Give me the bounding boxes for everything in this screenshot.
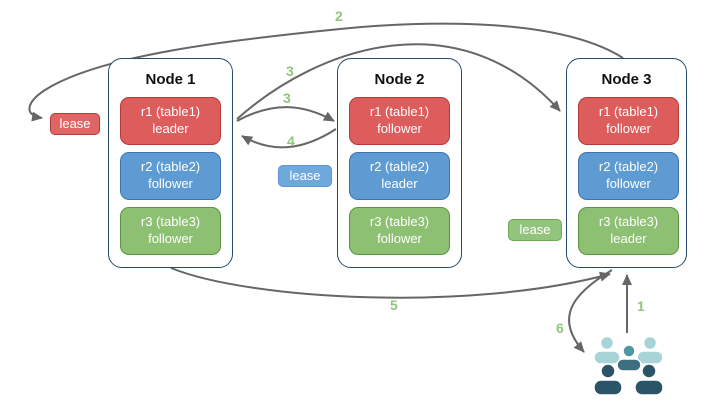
node1-replica-r1: r1 (table1) leader	[120, 97, 221, 145]
node-3-box: Node 3 r1 (table1) follower r2 (table2) …	[566, 58, 687, 268]
replica-role: leader	[152, 121, 189, 136]
replica-label: r1 (table1)	[369, 104, 430, 120]
node1-replica-r2: r2 (table2) follower	[120, 152, 221, 200]
node3-replica-r1: r1 (table1) follower	[578, 97, 679, 145]
node-2-box: Node 2 r1 (table1) follower r2 (table2) …	[337, 58, 462, 268]
replica-role: follower	[606, 121, 651, 136]
node2-replica-r1: r1 (table1) follower	[349, 97, 450, 145]
step-label-6: 6	[556, 320, 564, 336]
replica-role: follower	[148, 231, 193, 246]
step-label-3b: 3	[283, 90, 291, 106]
node2-replica-r2: r2 (table2) leader	[349, 152, 450, 200]
lease-label-blue: lease	[278, 165, 332, 187]
arrow-step3-node1-to-node2	[236, 106, 335, 122]
replica-label: r1 (table1)	[598, 104, 659, 120]
replica-role: follower	[377, 231, 422, 246]
replica-role: leader	[610, 231, 647, 246]
step-label-3a: 3	[286, 63, 294, 79]
node-1-box: Node 1 r1 (table1) leader r2 (table2) fo…	[108, 58, 233, 268]
users-group-icon	[593, 335, 664, 396]
replica-label: r1 (table1)	[140, 104, 201, 120]
arrow-step5-node1-to-node3	[170, 267, 611, 299]
arrow-step6-node3-to-users	[568, 269, 613, 353]
replica-label: r3 (table3)	[140, 214, 201, 230]
node1-replica-r3: r3 (table3) follower	[120, 207, 221, 255]
node3-replica-r2: r2 (table2) follower	[578, 152, 679, 200]
replica-role: leader	[381, 176, 418, 191]
replica-label: r2 (table2)	[598, 159, 659, 175]
node-2-title: Node 2	[374, 71, 425, 88]
replica-label: r2 (table2)	[140, 159, 201, 175]
replica-label: r3 (table3)	[598, 214, 659, 230]
replica-label: r3 (table3)	[369, 214, 430, 230]
node2-replica-r3: r3 (table3) follower	[349, 207, 450, 255]
replica-role: follower	[377, 121, 422, 136]
node3-replica-r3: r3 (table3) leader	[578, 207, 679, 255]
step-label-1: 1	[637, 298, 645, 314]
lease-label-red: lease	[50, 113, 100, 135]
node-3-title: Node 3	[601, 71, 652, 88]
replica-role: follower	[148, 176, 193, 191]
replica-role: follower	[606, 176, 651, 191]
step-label-2: 2	[335, 8, 343, 24]
replica-label: r2 (table2)	[369, 159, 430, 175]
lease-label-green: lease	[508, 219, 562, 241]
step-label-5: 5	[390, 297, 398, 313]
node-1-title: Node 1	[145, 71, 196, 88]
step-label-4: 4	[287, 133, 295, 149]
